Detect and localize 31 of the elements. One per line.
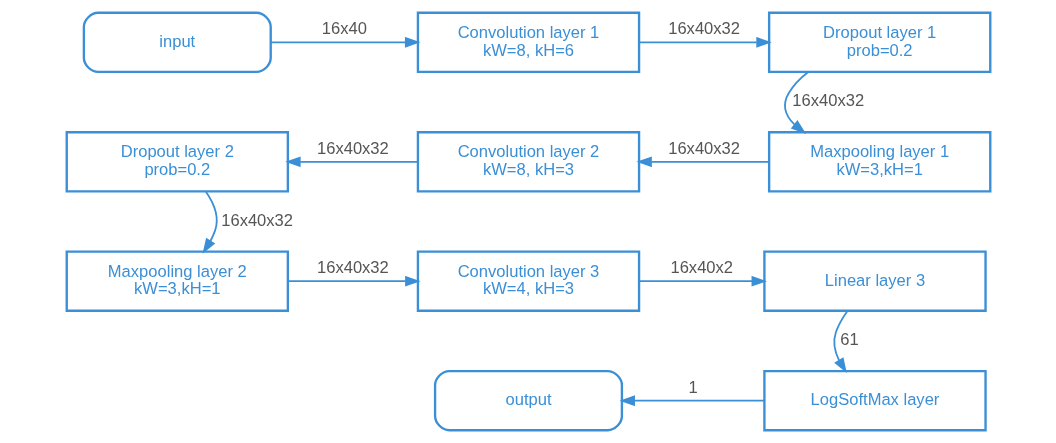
arrow (286, 275, 420, 287)
node-box: Dropout layer 2 prob=0.2 (65, 131, 289, 193)
arrow (619, 395, 765, 407)
node-box: Convolution layer 3 kW=4, kH=3 (416, 250, 640, 312)
arrow (284, 156, 419, 168)
edge-label: 16x40x32 (316, 258, 389, 278)
edge-label: 16x40x2 (669, 258, 733, 278)
edge-label: 61 (839, 330, 859, 350)
arrow (202, 190, 218, 254)
arrow (783, 71, 809, 134)
arrow (637, 36, 772, 48)
arrow (269, 36, 420, 48)
edge-label: 16x40x32 (220, 210, 293, 230)
edge-label: 1 (688, 377, 698, 397)
edge-label: 16x40x32 (667, 19, 740, 39)
edge-label: 16x40 (321, 19, 367, 39)
node-box: LogSoftMax layer (762, 369, 987, 432)
node-box: Convolution layer 1 kW=8, kH=6 (416, 11, 640, 74)
node-box: output (433, 369, 623, 432)
arrow (832, 310, 848, 374)
node-box: Dropout layer 1 prob=0.2 (767, 11, 991, 74)
node-box: input (82, 11, 272, 74)
node-box: Linear layer 3 (762, 250, 987, 312)
edge-label: 16x40x32 (791, 91, 864, 111)
node-box: Maxpooling layer 1 kW=3,kH=1 (767, 131, 991, 193)
arrow (637, 275, 767, 287)
edge-label: 16x40x32 (316, 138, 389, 158)
node-box: Maxpooling layer 2 kW=3,kH=1 (65, 250, 289, 312)
node-box: Convolution layer 2 kW=8, kH=3 (416, 131, 640, 193)
edge-label: 16x40x32 (667, 138, 740, 158)
arrow (635, 156, 770, 168)
